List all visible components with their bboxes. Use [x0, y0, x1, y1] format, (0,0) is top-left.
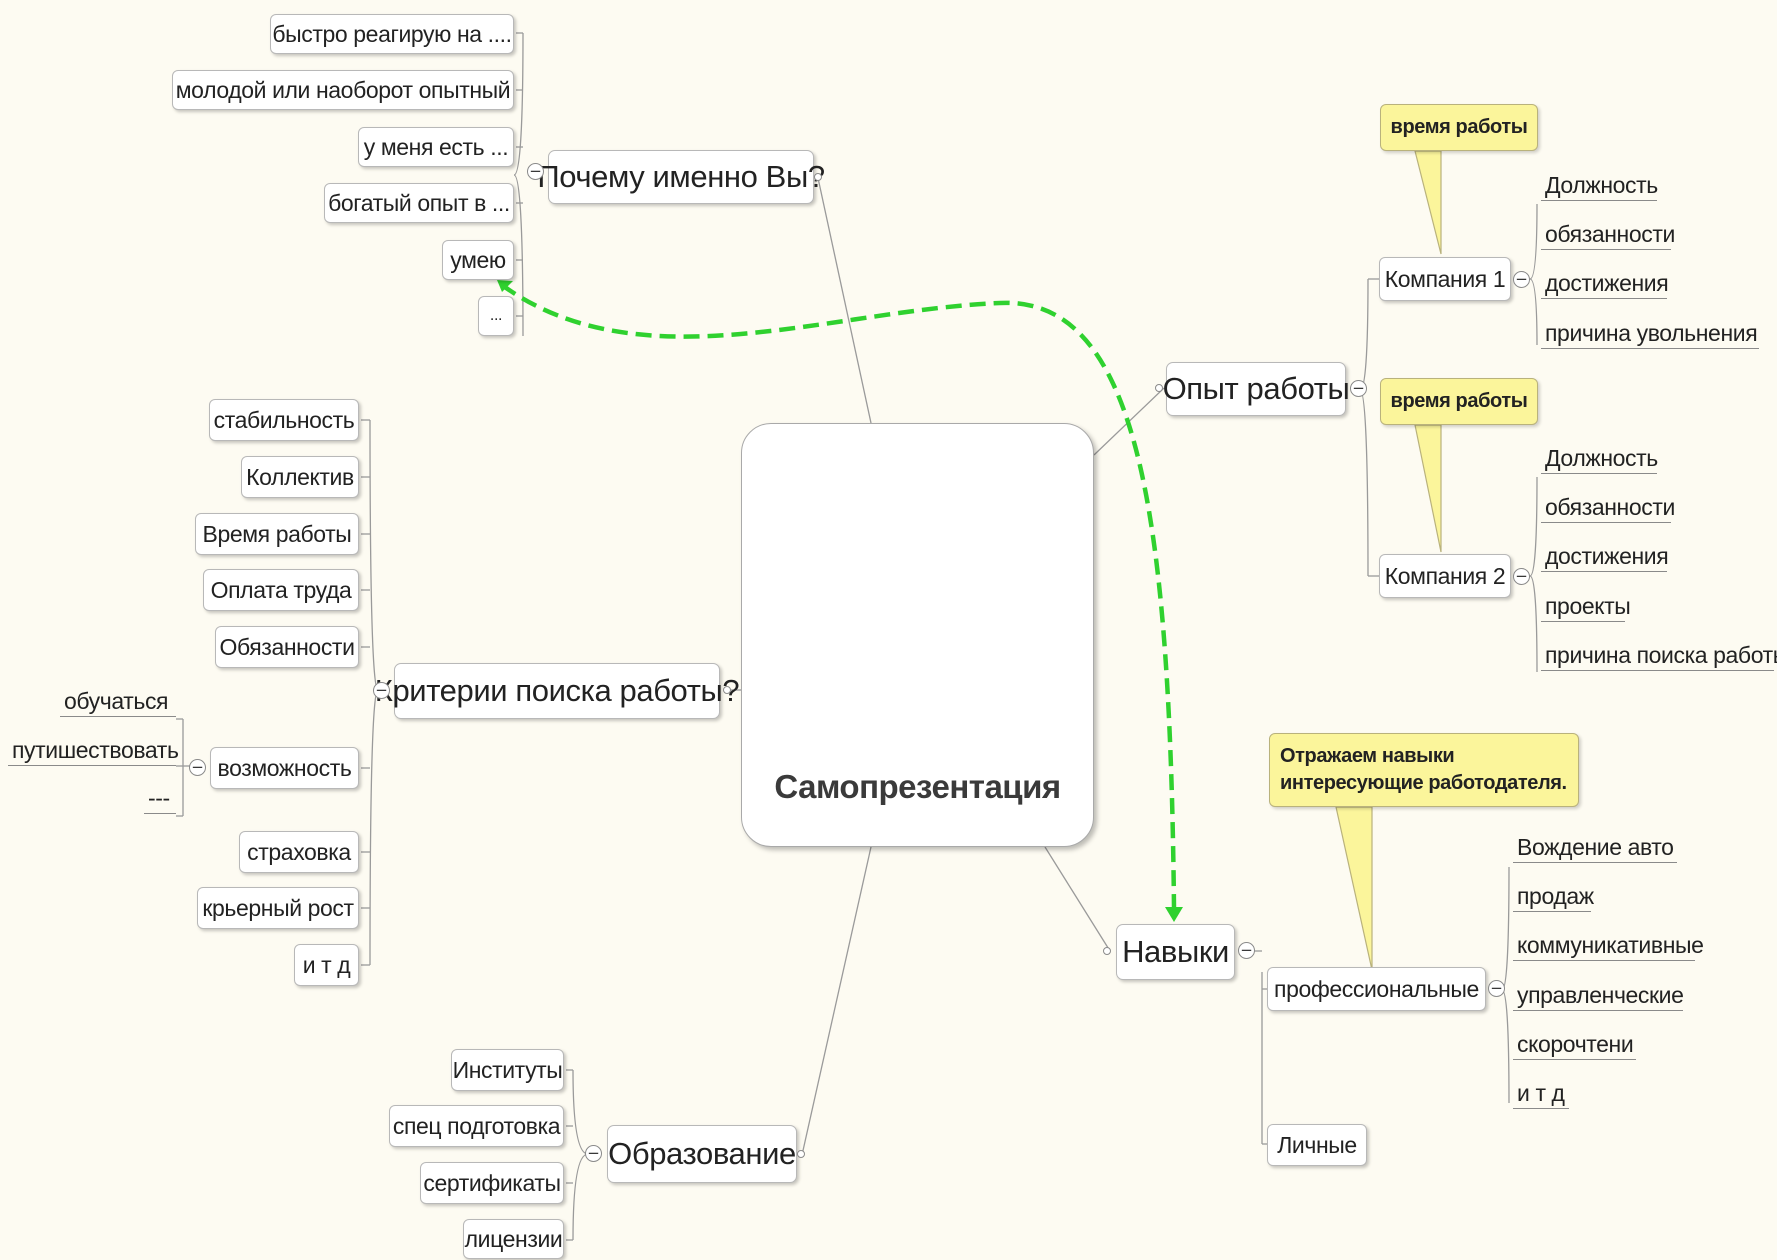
company-1-note[interactable]: время работы	[1380, 104, 1538, 151]
branch-connector-dot	[1155, 384, 1163, 392]
relationship-arrow	[500, 283, 1177, 909]
company-1-item-1[interactable]: Должность	[1541, 170, 1658, 201]
collapse-toggle-opportunity[interactable]: −	[189, 759, 206, 776]
education-item-3[interactable]: сертификаты	[420, 1162, 564, 1204]
education-item-4[interactable]: лицензии	[463, 1219, 564, 1259]
opportunity-item-3[interactable]: ---	[144, 783, 176, 814]
criteria-item-4[interactable]: Оплата труда	[203, 569, 359, 611]
skills-item-2[interactable]: продаж	[1513, 881, 1594, 912]
company-1[interactable]: Компания 1	[1379, 257, 1511, 301]
why-you-item-5[interactable]: умею	[442, 240, 514, 280]
branch-connector-dot	[814, 173, 822, 181]
branch-why-you[interactable]: Почему именно Вы?	[537, 150, 825, 204]
branch-skills[interactable]: Навыки	[1116, 924, 1235, 980]
company-2-note[interactable]: время работы	[1380, 378, 1538, 425]
skills-item-6[interactable]: и т д	[1513, 1078, 1569, 1109]
why-you-item-3[interactable]: у меня есть ...	[358, 127, 514, 167]
skills-item-4[interactable]: управленческие	[1513, 980, 1684, 1011]
skills-item-3[interactable]: коммуникативные	[1513, 930, 1704, 961]
criteria-item-6[interactable]: страховка	[239, 831, 359, 873]
branch-education[interactable]: Образование	[607, 1125, 797, 1183]
company-2[interactable]: Компания 2	[1379, 554, 1511, 598]
company-2-item-3[interactable]: достижения	[1541, 541, 1669, 572]
central-topic[interactable]: Самопрезентация	[741, 423, 1094, 847]
why-you-item-2[interactable]: молодой или наоборот опытный	[172, 70, 514, 110]
branch-job-criteria[interactable]: Критерии поиска работы?	[375, 663, 740, 719]
collapse-toggle-criteria[interactable]: −	[373, 682, 390, 699]
company-1-item-3[interactable]: достижения	[1541, 268, 1669, 299]
skills-personal[interactable]: Личные	[1267, 1124, 1367, 1166]
company-1-item-2[interactable]: обязанности	[1541, 219, 1675, 250]
opportunity-item-1[interactable]: обучаться	[60, 686, 176, 717]
collapse-toggle-experience[interactable]: −	[1350, 380, 1367, 397]
why-you-item-1[interactable]: быстро реагирую на ....	[270, 14, 514, 54]
criteria-item-1[interactable]: стабильность	[209, 399, 359, 441]
company-2-item-5[interactable]: причина поиска работы	[1541, 640, 1777, 671]
criteria-item-3[interactable]: Время работы	[195, 513, 359, 555]
skills-professional-note[interactable]: Отражаем навыки интересующие работодател…	[1269, 733, 1579, 807]
skills-item-5[interactable]: скорочтени	[1513, 1029, 1636, 1060]
branch-connector-dot	[1103, 947, 1111, 955]
education-item-1[interactable]: Институты	[451, 1049, 564, 1091]
skills-professional[interactable]: профессиональные	[1267, 967, 1486, 1011]
collapse-toggle-why-you[interactable]: −	[527, 163, 544, 180]
criteria-item-2[interactable]: Коллектив	[241, 456, 359, 498]
criteria-item-5[interactable]: Обязанности	[215, 626, 359, 668]
criteria-opportunity[interactable]: возможность	[210, 747, 359, 789]
company-2-item-1[interactable]: Должность	[1541, 443, 1658, 474]
collapse-toggle-company-1[interactable]: −	[1513, 271, 1530, 288]
collapse-toggle-company-2[interactable]: −	[1513, 568, 1530, 585]
company-2-item-2[interactable]: обязанности	[1541, 492, 1675, 523]
company-2-item-4[interactable]: проекты	[1541, 591, 1631, 622]
collapse-toggle-skills[interactable]: −	[1238, 942, 1255, 959]
why-you-item-6[interactable]: ...	[478, 296, 514, 336]
opportunity-item-2[interactable]: путишествовать	[8, 735, 179, 766]
criteria-item-7[interactable]: крьерный рост	[197, 887, 359, 929]
collapse-toggle-professional[interactable]: −	[1488, 980, 1505, 997]
branch-work-experience[interactable]: Опыт работы	[1163, 362, 1350, 416]
branch-connector-dot	[723, 686, 731, 694]
branch-connector-dot	[797, 1150, 805, 1158]
skills-item-1[interactable]: Вождение авто	[1513, 832, 1677, 863]
why-you-item-4[interactable]: богатый опыт в ...	[324, 183, 514, 223]
central-topic-title: Самопрезентация	[774, 768, 1061, 805]
company-1-item-4[interactable]: причина увольнения	[1541, 318, 1759, 349]
education-item-2[interactable]: спец подготовка	[389, 1105, 564, 1147]
collapse-toggle-education[interactable]: −	[585, 1145, 602, 1162]
criteria-item-8[interactable]: и т д	[294, 944, 359, 986]
